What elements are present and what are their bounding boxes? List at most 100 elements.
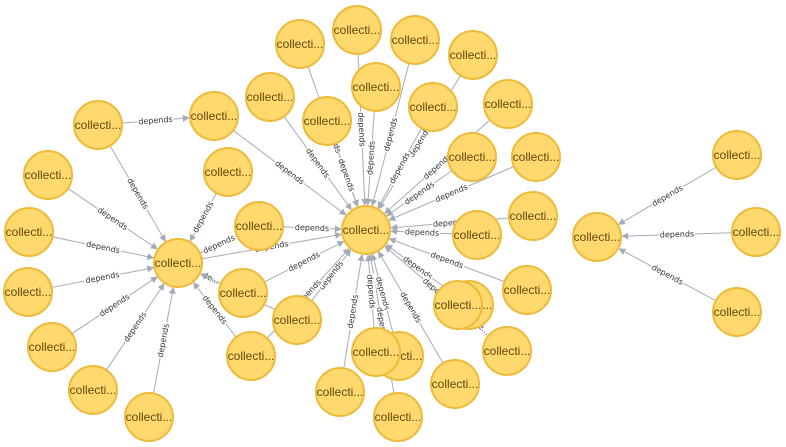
collection-node[interactable]: collecti... xyxy=(73,100,123,150)
node-circle[interactable] xyxy=(275,19,325,69)
relationship-edge[interactable]: depends xyxy=(282,222,342,234)
node-circle[interactable] xyxy=(712,287,762,337)
edge-label: depends xyxy=(156,323,171,358)
collection-node[interactable]: collecti... xyxy=(332,5,382,55)
node-circle[interactable] xyxy=(408,82,458,132)
collection-node[interactable]: collecti... xyxy=(124,392,174,442)
relationship-edge[interactable]: depends xyxy=(334,143,359,208)
node-circle[interactable] xyxy=(73,100,123,150)
collection-node[interactable]: collecti... xyxy=(189,91,239,141)
relationship-edge[interactable]: depends xyxy=(52,236,155,261)
collection-node[interactable]: collecti... xyxy=(203,147,253,197)
relationship-edge[interactable]: depends xyxy=(618,248,717,302)
node-circle[interactable] xyxy=(218,268,268,318)
collection-node[interactable]: collecti... xyxy=(731,207,781,257)
node-circle[interactable] xyxy=(502,265,552,315)
relationship-edge[interactable]: depends xyxy=(152,286,176,394)
relationship-edge[interactable]: depends xyxy=(617,166,717,225)
edge-label: depends xyxy=(365,141,376,176)
collection-node[interactable]: collecti... xyxy=(572,212,622,262)
node-circle[interactable] xyxy=(189,91,239,141)
collection-node[interactable]: collecti... xyxy=(452,210,502,260)
collection-node[interactable]: collecti... xyxy=(483,79,533,129)
node-circle[interactable] xyxy=(68,365,118,415)
collection-node[interactable]: collecti... xyxy=(302,96,352,146)
collection-node[interactable]: collecti... xyxy=(3,267,53,317)
node-circle[interactable] xyxy=(572,212,622,262)
relationship-edge[interactable]: depends xyxy=(189,192,217,242)
collection-node[interactable]: collecti... xyxy=(373,392,423,442)
node-circle[interactable] xyxy=(234,201,284,251)
node-circle[interactable] xyxy=(153,238,203,288)
node-circle[interactable] xyxy=(4,207,54,257)
collection-node[interactable]: collecti... xyxy=(351,327,401,377)
collection-node[interactable]: collecti... xyxy=(448,30,498,80)
collection-node[interactable]: collecti... xyxy=(351,62,401,112)
collection-node[interactable]: collecti... xyxy=(245,72,295,122)
node-circle[interactable] xyxy=(430,359,480,409)
node-circle[interactable] xyxy=(433,280,483,330)
node-circle[interactable] xyxy=(341,205,391,255)
node-circle[interactable] xyxy=(447,132,497,182)
collection-node[interactable]: collecti... xyxy=(272,295,322,345)
node-circle[interactable] xyxy=(452,210,502,260)
node-circle[interactable] xyxy=(315,367,365,417)
collection-node[interactable]: collecti... xyxy=(315,367,365,417)
collection-node[interactable]: collecti... xyxy=(482,326,532,376)
relationship-edge[interactable]: depends xyxy=(51,265,155,288)
node-circle[interactable] xyxy=(302,96,352,146)
node-circle[interactable] xyxy=(508,191,558,241)
collection-node[interactable]: collecti... xyxy=(218,268,268,318)
node-circle[interactable] xyxy=(23,150,73,200)
node-circle[interactable] xyxy=(482,326,532,376)
collection-node[interactable]: collecti... xyxy=(390,15,440,65)
relationship-edge[interactable]: depends xyxy=(343,253,365,369)
collection-node[interactable]: collecti... xyxy=(341,205,391,255)
node-circle[interactable] xyxy=(226,331,276,381)
node-circle[interactable] xyxy=(373,392,423,442)
node-circle[interactable] xyxy=(511,132,561,182)
relationship-edge[interactable]: depends xyxy=(121,114,190,127)
node-circle[interactable] xyxy=(483,79,533,129)
collection-node[interactable]: collecti... xyxy=(27,322,77,372)
relationship-edge[interactable]: depends xyxy=(621,228,733,241)
node-circle[interactable] xyxy=(3,267,53,317)
collection-node[interactable]: collecti... xyxy=(712,130,762,180)
collection-node[interactable]: collecti... xyxy=(68,365,118,415)
node-circle[interactable] xyxy=(351,327,401,377)
collection-node[interactable]: collecti... xyxy=(275,19,325,69)
relationship-edge[interactable]: depends xyxy=(200,232,238,257)
collection-node[interactable]: collecti... xyxy=(447,132,497,182)
collection-node[interactable]: collecti... xyxy=(23,150,73,200)
collection-node[interactable]: collecti... xyxy=(502,265,552,315)
collection-node[interactable]: collecti... xyxy=(508,191,558,241)
node-circle[interactable] xyxy=(124,392,174,442)
relationship-edge[interactable]: depends xyxy=(385,244,450,292)
collection-node[interactable]: collecti... xyxy=(511,132,561,182)
node-circle[interactable] xyxy=(332,5,382,55)
collection-node[interactable]: collecti... xyxy=(408,82,458,132)
node-circle[interactable] xyxy=(351,62,401,112)
collection-node[interactable]: collecti... xyxy=(433,280,483,330)
node-circle[interactable] xyxy=(27,322,77,372)
relationship-edge[interactable]: depends xyxy=(364,110,378,206)
relationship-edge[interactable]: depends xyxy=(71,276,158,335)
node-circle[interactable] xyxy=(245,72,295,122)
collection-node[interactable]: collecti... xyxy=(712,287,762,337)
node-circle[interactable] xyxy=(731,207,781,257)
collection-node[interactable]: collecti... xyxy=(234,201,284,251)
collection-node[interactable]: collecti... xyxy=(4,207,54,257)
node-circle[interactable] xyxy=(448,30,498,80)
node-circle[interactable] xyxy=(390,15,440,65)
node-circle[interactable] xyxy=(712,130,762,180)
node-circle[interactable] xyxy=(272,295,322,345)
edge-label-background xyxy=(84,238,122,256)
relationship-edge[interactable]: depends xyxy=(364,254,378,329)
collection-node[interactable]: collecti... xyxy=(226,331,276,381)
collection-node[interactable]: collecti... xyxy=(430,359,480,409)
node-circle[interactable] xyxy=(203,147,253,197)
collection-node[interactable]: collecti... xyxy=(153,238,203,288)
relationship-edge[interactable]: depends xyxy=(390,226,454,239)
